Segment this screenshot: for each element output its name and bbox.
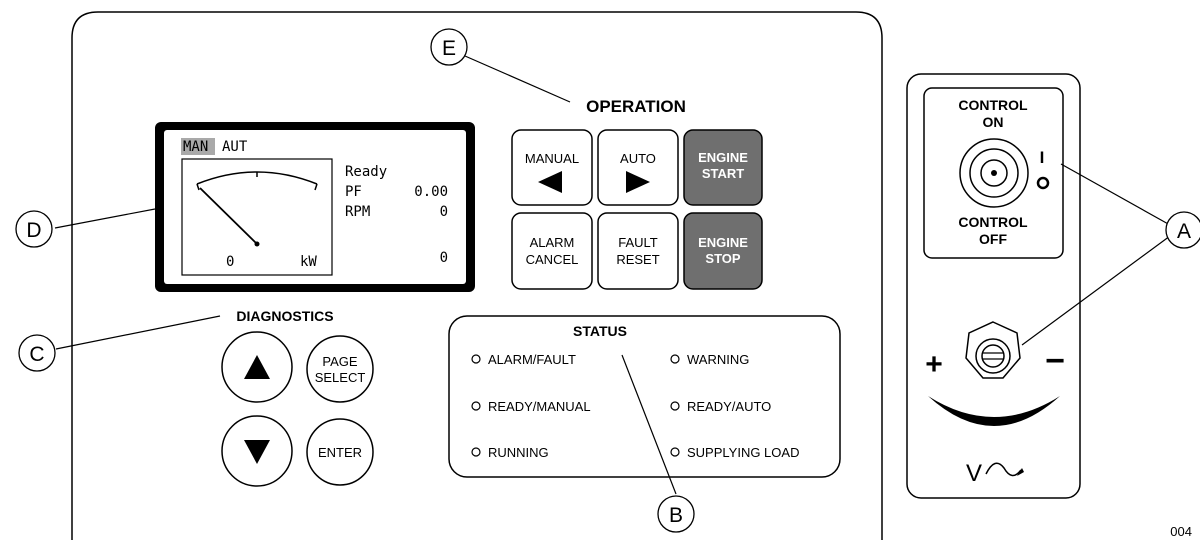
svg-text:A: A [1177, 220, 1191, 243]
enter-label: ENTER [318, 445, 362, 460]
display-aux-value: 0 [440, 250, 448, 266]
indicator-alarm-fault: ALARM/FAULT [488, 352, 576, 367]
indicator-running: RUNNING [488, 445, 549, 460]
arrow-up-icon [244, 355, 270, 379]
indicator-light-icon [471, 401, 481, 411]
indicator-light-icon [670, 354, 680, 364]
control-switch[interactable] [959, 138, 1029, 208]
engine-stop-line1: ENGINE [698, 235, 748, 250]
display-mode-man: MAN [183, 139, 208, 155]
callout-e: E [430, 28, 468, 66]
page-select-line1: PAGE [322, 354, 357, 369]
indicator-warning: WARNING [687, 352, 749, 367]
page-select-line2: SELECT [315, 370, 366, 385]
operation-title: OPERATION [586, 97, 686, 116]
callout-b: B [657, 495, 695, 533]
manual-button[interactable]: MANUAL [511, 129, 593, 206]
ac-wave-icon [985, 462, 1022, 477]
plus-symbol: + [925, 348, 943, 381]
callout-leaders [54, 55, 1171, 495]
svg-text:B: B [669, 504, 683, 527]
control-off-line1: CONTROL [958, 214, 1028, 230]
indicator-supplying-load: SUPPLYING LOAD [687, 445, 799, 460]
alarm-cancel-button[interactable]: ALARM CANCEL [511, 212, 593, 290]
fault-reset-line1: FAULT [618, 235, 658, 250]
display-pf-value: 0.00 [414, 184, 448, 200]
status-panel: STATUS ALARM/FAULT WARNING READY/MANUAL … [448, 315, 841, 478]
side-control-panel: CONTROL ON I CONTROL OFF + − V [906, 73, 1081, 499]
diagnostics-title: DIAGNOSTICS [236, 308, 333, 324]
alarm-cancel-line1: ALARM [530, 235, 575, 250]
engine-start-line2: START [702, 166, 744, 181]
control-on-line1: CONTROL [958, 97, 1028, 113]
voltage-adjust-potentiometer[interactable] [965, 321, 1021, 379]
indicator-ready-auto: READY/AUTO [687, 399, 771, 414]
display-kw-unit: kW [300, 254, 317, 270]
manual-label: MANUAL [525, 151, 579, 166]
display-rpm-value: 0 [440, 204, 448, 220]
control-on-line2: ON [983, 114, 1004, 130]
arrow-right-icon [626, 171, 650, 193]
switch-off-symbol [1036, 176, 1050, 190]
fault-reset-button[interactable]: FAULT RESET [597, 212, 679, 290]
meter-needle [199, 187, 258, 245]
callout-c: C [18, 334, 56, 372]
display-status: Ready [345, 164, 387, 180]
lcd-display: MAN AUT 0 kW Ready PF 0.00 RPM 0 0 [155, 122, 475, 292]
main-panel-outline [71, 11, 883, 540]
display-kw-value: 0 [226, 254, 234, 270]
mode-man-highlight [181, 138, 215, 155]
engine-start-button[interactable]: ENGINE START [683, 129, 763, 206]
display-rpm-label: RPM [345, 204, 370, 220]
svg-text:E: E [442, 37, 456, 60]
page-select-button[interactable]: PAGE SELECT [306, 335, 374, 403]
arrow-down-icon [244, 440, 270, 464]
engine-stop-button[interactable]: ENGINE STOP [683, 212, 763, 290]
auto-button[interactable]: AUTO [597, 129, 679, 206]
indicator-light-icon [670, 447, 680, 457]
indicator-light-icon [471, 447, 481, 457]
figure-number: 004 [1170, 524, 1192, 539]
scroll-down-button[interactable] [221, 415, 293, 487]
alarm-cancel-line2: CANCEL [526, 252, 579, 267]
svg-text:D: D [26, 219, 41, 242]
auto-label: AUTO [620, 151, 656, 166]
arrow-left-icon [538, 171, 562, 193]
fault-reset-line2: RESET [616, 252, 659, 267]
engine-start-line1: ENGINE [698, 150, 748, 165]
status-title: STATUS [573, 323, 627, 339]
scroll-up-button[interactable] [221, 331, 293, 403]
display-pf-label: PF [345, 184, 362, 200]
switch-on-symbol: I [1040, 148, 1045, 167]
svg-text:C: C [29, 343, 44, 366]
voltage-symbol: V [966, 460, 982, 487]
meter-frame [181, 158, 333, 276]
callout-a: A [1165, 211, 1200, 249]
indicator-ready-manual: READY/MANUAL [488, 399, 591, 414]
enter-button[interactable]: ENTER [306, 418, 374, 486]
display-mode-aut: AUT [222, 139, 248, 155]
indicator-light-icon [670, 401, 680, 411]
callout-d: D [15, 210, 53, 248]
adjust-direction-arc-icon [928, 396, 1060, 426]
control-off-line2: OFF [979, 231, 1007, 247]
engine-stop-line2: STOP [705, 251, 740, 266]
minus-symbol: − [1045, 342, 1065, 380]
indicator-light-icon [471, 354, 481, 364]
